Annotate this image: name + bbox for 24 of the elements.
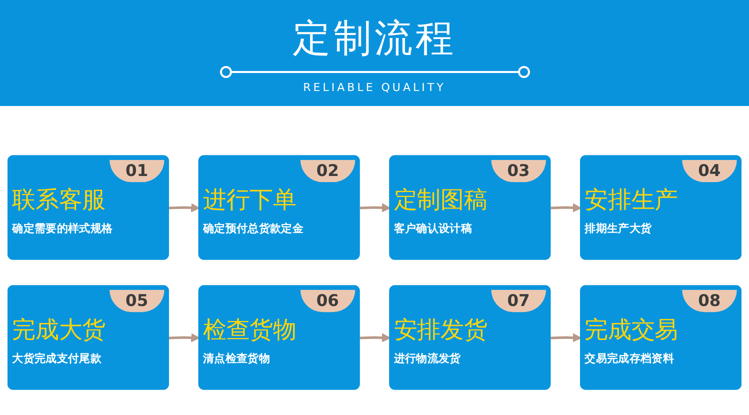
step-description: 进行物流发货: [394, 352, 461, 365]
step-description: 客户确认设计稿: [394, 222, 472, 235]
title: 定制流程: [292, 15, 458, 62]
arrow: [550, 333, 582, 342]
arrow: [168, 203, 200, 212]
step-title: 安排发货: [394, 317, 488, 344]
step-title: 检查货物: [202, 317, 296, 344]
step-description: 交易完成存档资料: [584, 352, 674, 365]
step-description: 大货完成支付尾款: [12, 352, 102, 365]
step-description: 确定预付总货款定金: [202, 222, 304, 235]
step-description: 排期生产大货: [584, 222, 652, 235]
step-description: 清点检查货物: [202, 352, 270, 365]
step-description: 确定需要的样式规格: [12, 222, 113, 235]
subtitle: RELIABLE QUALITY: [302, 81, 447, 95]
arrow: [550, 203, 582, 212]
step-title: 完成交易: [584, 317, 678, 344]
arrow: [168, 333, 200, 342]
arrow: [360, 203, 391, 212]
arrow: [360, 333, 391, 342]
step-title: 完成大货: [12, 317, 106, 344]
step-title: 定制图稿: [394, 187, 488, 214]
step-title: 进行下单: [202, 187, 296, 214]
step-title: 安排生产: [584, 187, 678, 214]
step-title: 联系客服: [12, 187, 106, 214]
